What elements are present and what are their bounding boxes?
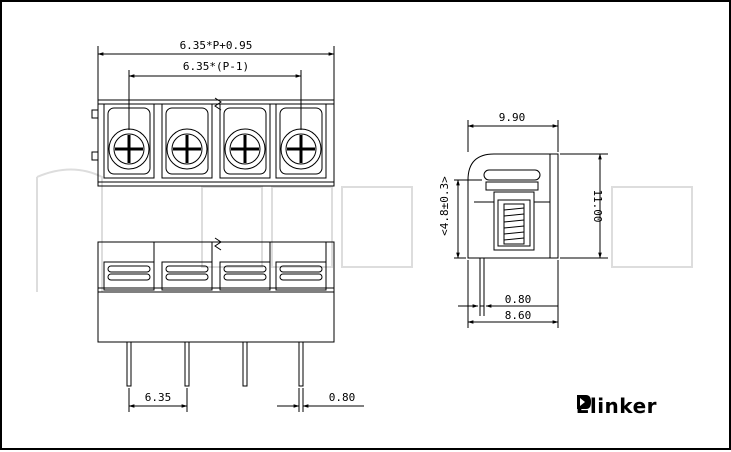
pin xyxy=(242,341,248,387)
dim-base-depth xyxy=(467,260,559,328)
dim-overall-width xyxy=(97,46,335,100)
side-view xyxy=(467,153,559,307)
dim-inner-height-label: <4.8±0.3> xyxy=(438,176,451,236)
clamp-slot xyxy=(161,261,213,291)
clamp-slot xyxy=(103,261,155,291)
dim-pitch xyxy=(128,388,188,412)
dim-side-pin-width-label: 0.80 xyxy=(505,293,532,306)
pin xyxy=(184,341,190,387)
dim-pitch-span xyxy=(128,70,302,130)
dim-side-width-label: 9.90 xyxy=(499,111,526,124)
watermark xyxy=(36,168,693,292)
front-top-view xyxy=(91,97,335,187)
terminal-cell xyxy=(219,103,271,179)
pin xyxy=(298,341,304,387)
dim-side-height-label: 11.00 xyxy=(591,189,604,222)
dim-side-width xyxy=(467,120,559,152)
dim-base-depth-label: 8.60 xyxy=(505,309,532,322)
dim-pitch-span-label: 6.35*(P-1) xyxy=(183,60,249,73)
brand-logo: Elinker xyxy=(576,394,657,418)
front-bottom-view xyxy=(97,237,335,387)
dim-pitch-label: 6.35 xyxy=(145,391,172,404)
clamp-slot xyxy=(275,261,327,291)
dim-pin-width xyxy=(277,388,364,412)
dim-side-pin-width xyxy=(458,304,558,316)
dim-pin-width-label: 0.80 xyxy=(329,391,356,404)
side-pin xyxy=(479,257,485,307)
pin xyxy=(126,341,132,387)
clamp-slot xyxy=(219,261,271,291)
terminal-cell xyxy=(161,103,213,179)
dim-side-height xyxy=(560,153,608,259)
brand-mark-icon xyxy=(576,395,591,409)
dim-inner-height xyxy=(454,179,482,259)
dim-overall-width-label: 6.35*P+0.95 xyxy=(180,39,253,52)
screw-thread xyxy=(503,203,525,245)
